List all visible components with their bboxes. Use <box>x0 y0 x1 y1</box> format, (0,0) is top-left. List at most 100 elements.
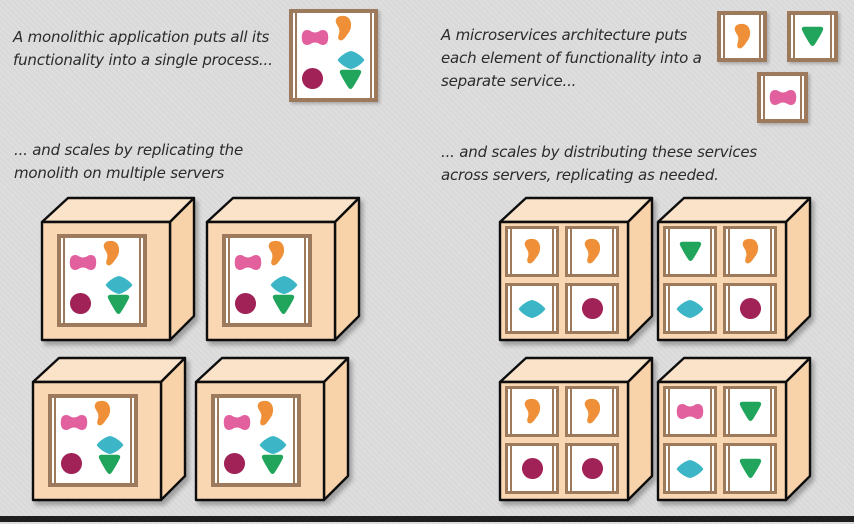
cube-top-face <box>656 196 812 224</box>
service-grid <box>663 386 777 494</box>
green-triangle-service-icon <box>96 453 123 476</box>
monolith-instance-box <box>57 234 147 327</box>
microservices-server-2 <box>656 194 812 342</box>
service-instance-box <box>565 283 619 334</box>
pink-blob-service-icon <box>222 412 252 433</box>
server-front-content <box>658 382 786 500</box>
monolith-instance-box <box>48 394 138 487</box>
orange-blob-service-icon <box>267 240 285 267</box>
service-instance-box <box>565 386 619 437</box>
cube-top-face <box>498 356 654 384</box>
maroon-circle-service-icon <box>69 292 92 315</box>
orange-blob-service-icon <box>334 15 352 42</box>
orange-blob-service-icon <box>523 238 541 265</box>
cube-side-face <box>784 196 812 342</box>
service-grid <box>505 386 619 494</box>
microservices-server-1 <box>498 194 654 342</box>
server-front-content <box>196 382 324 500</box>
monolith-application-box <box>289 9 378 102</box>
service-instance-box <box>663 443 717 494</box>
service-instance-box <box>565 226 619 277</box>
orange-blob-service-icon <box>102 240 120 267</box>
server-front-content <box>207 222 335 340</box>
teal-diamond-service-icon <box>336 50 366 70</box>
green-triangle-service-icon <box>737 457 764 480</box>
teal-diamond-service-icon <box>675 459 705 479</box>
maroon-circle-service-icon <box>60 452 83 475</box>
teal-diamond-service-icon <box>675 299 705 319</box>
server-front-content <box>500 382 628 500</box>
cube-top-face <box>205 196 361 224</box>
cube-side-face <box>159 356 187 502</box>
orange-blob-service-icon <box>583 238 601 265</box>
service-instance-box <box>663 386 717 437</box>
service-box-1 <box>717 11 767 62</box>
cube-side-face <box>333 196 361 342</box>
green-triangle-service-icon <box>799 25 826 48</box>
pink-blob-service-icon <box>68 252 98 273</box>
cube-side-face <box>626 356 654 502</box>
monolith-server-1 <box>40 194 196 342</box>
service-instance-box <box>663 283 717 334</box>
maroon-circle-service-icon <box>581 457 604 480</box>
caption-monolith-scaling: ... and scales by replicating the monoli… <box>14 141 244 182</box>
service-instance-box <box>663 226 717 277</box>
maroon-circle-service-icon <box>739 297 762 320</box>
service-instance-box <box>505 386 559 437</box>
microservices-server-3 <box>498 354 654 502</box>
orange-blob-service-icon <box>523 398 541 425</box>
caption-microservices-scaling: ... and scales by distributing these ser… <box>441 143 758 184</box>
teal-diamond-service-icon <box>517 299 547 319</box>
pink-blob-service-icon <box>768 87 798 108</box>
orange-blob-service-icon <box>256 400 274 427</box>
cube-top-face <box>656 356 812 384</box>
service-instance-box <box>565 443 619 494</box>
orange-blob-service-icon <box>583 398 601 425</box>
caption-monolith-definition: A monolithic application puts all its fu… <box>13 28 273 69</box>
cube-side-face <box>626 196 654 342</box>
maroon-circle-service-icon <box>521 457 544 480</box>
green-triangle-service-icon <box>677 240 704 263</box>
teal-diamond-service-icon <box>95 435 125 455</box>
maroon-circle-service-icon <box>301 67 324 90</box>
service-box-3 <box>757 72 808 123</box>
service-instance-box <box>723 443 777 494</box>
cube-side-face <box>784 356 812 502</box>
service-instance-box <box>505 283 559 334</box>
server-front-content <box>500 222 628 340</box>
service-box-2 <box>787 11 838 62</box>
pink-blob-service-icon <box>59 412 89 433</box>
orange-blob-service-icon <box>733 23 751 50</box>
pink-blob-service-icon <box>300 27 330 48</box>
maroon-circle-service-icon <box>581 297 604 320</box>
monolith-server-4 <box>194 354 350 502</box>
monolith-server-3 <box>31 354 187 502</box>
server-front-content <box>658 222 786 340</box>
service-grid <box>663 226 777 334</box>
green-triangle-service-icon <box>259 453 286 476</box>
microservices-server-4 <box>656 354 812 502</box>
teal-diamond-service-icon <box>258 435 288 455</box>
green-triangle-service-icon <box>270 293 297 316</box>
service-instance-box <box>723 386 777 437</box>
cube-side-face <box>322 356 350 502</box>
cube-top-face <box>40 196 196 224</box>
cube-top-face <box>194 356 350 384</box>
pink-blob-service-icon <box>675 401 705 422</box>
monolith-instance-box <box>211 394 301 487</box>
server-front-content <box>33 382 161 500</box>
service-instance-box <box>505 443 559 494</box>
service-grid <box>505 226 619 334</box>
green-triangle-service-icon <box>337 68 364 91</box>
service-instance-box <box>723 226 777 277</box>
green-triangle-service-icon <box>737 400 764 423</box>
caption-microservices-definition: A microservices architecture puts each e… <box>441 26 702 90</box>
teal-diamond-service-icon <box>104 275 134 295</box>
bottom-border-bar <box>0 516 854 522</box>
maroon-circle-service-icon <box>234 292 257 315</box>
teal-diamond-service-icon <box>269 275 299 295</box>
monolith-instance-box <box>222 234 312 327</box>
server-front-content <box>42 222 170 340</box>
service-instance-box <box>505 226 559 277</box>
